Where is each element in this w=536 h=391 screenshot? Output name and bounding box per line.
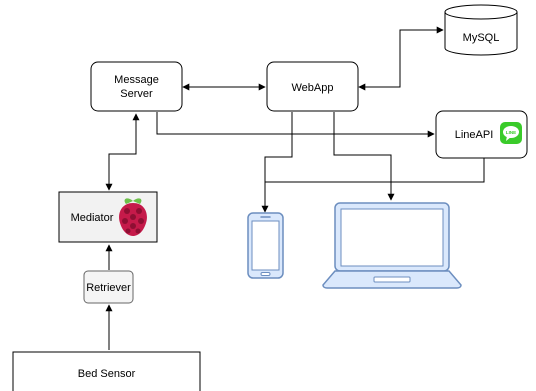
smartphone-icon[interactable] <box>247 212 284 279</box>
retriever-label: Retriever <box>86 282 131 294</box>
database-icon <box>444 4 518 56</box>
message-server-label-line1: Message <box>114 74 159 86</box>
lineapi-node[interactable]: LineAPI LINE <box>435 110 528 159</box>
raspberry-pi-icon <box>119 198 147 236</box>
connector-webapp-phone <box>261 112 293 213</box>
connector-messageserver-lineapi <box>156 112 435 138</box>
webapp-label: WebApp <box>292 82 334 94</box>
laptop-icon[interactable] <box>322 202 462 289</box>
line-logo-text: LINE <box>506 130 516 135</box>
connector-mediator-messageserver <box>105 113 140 191</box>
message-server-label-line2: Server <box>120 88 153 100</box>
mysql-label: MySQL <box>463 32 500 44</box>
line-logo-icon: LINE <box>500 122 522 144</box>
connector-lineapi-devices <box>265 158 485 183</box>
connector-webapp-laptop <box>333 112 395 201</box>
mysql-node[interactable]: MySQL <box>444 4 518 56</box>
connectors <box>105 26 485 350</box>
connector-webapp-mysql <box>358 26 444 91</box>
mediator-label: Mediator <box>71 212 114 224</box>
message-server-node[interactable]: Message Server <box>90 61 183 112</box>
retriever-node[interactable]: Retriever <box>83 270 134 304</box>
webapp-node[interactable]: WebApp <box>266 61 359 112</box>
lineapi-label: LineAPI <box>455 129 494 141</box>
bed-sensor-node[interactable]: Bed Sensor <box>12 351 201 391</box>
mediator-node[interactable]: Mediator <box>58 191 158 243</box>
bed-sensor-label: Bed Sensor <box>78 368 136 380</box>
